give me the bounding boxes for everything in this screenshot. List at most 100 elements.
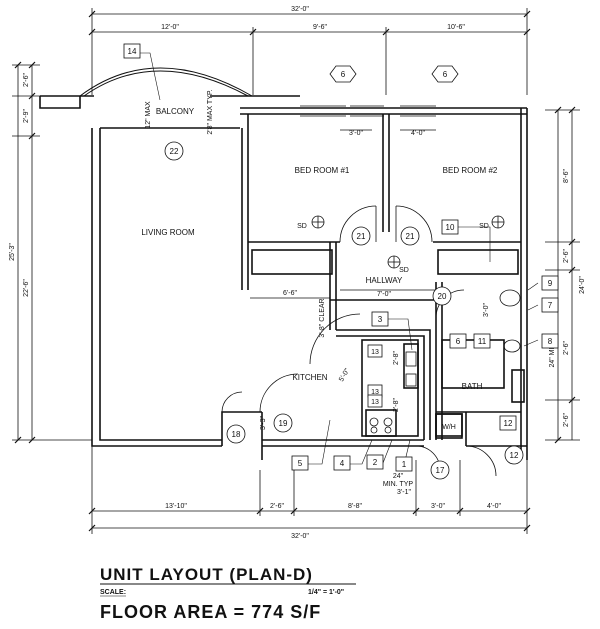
dim-left-total: 25'-3" [9,243,16,261]
tag-hex-6a [329,65,357,83]
dim-left-b: 2'-9" [23,109,30,123]
tag-box-8 [541,333,559,349]
tag-box-3 [371,311,389,327]
dim-bottom-e: 4'-0" [487,503,501,510]
tag-box-6c [449,333,467,349]
tag-label-13c: 13 [371,399,379,406]
dim-living-closet: 6'-6" [283,290,297,297]
dim-small-2: 2'-8" [393,398,400,412]
room-label-bed2: BED ROOM #2 [443,166,498,175]
dim-bottom-d: 3'-0" [431,503,445,510]
tag-circle-12b [504,445,524,465]
tag-label-18: 18 [232,430,241,439]
tag-label-5: 5 [298,459,303,468]
room-label-living: LIVING ROOM [141,228,195,237]
dimension-ticks [14,10,576,532]
sd-label-hall: SD [399,267,409,274]
tag-label-21b: 21 [406,232,415,241]
dim-right-c: 2'-6" [563,341,570,355]
sd-label-bed2: SD [479,223,489,230]
dim-hall-width: 7'-0" [377,291,391,298]
tag-label-6a: 6 [341,70,346,79]
tag-label-17: 17 [436,466,445,475]
tag-box-9 [541,275,559,291]
tag-labels: 14 6 6 22 21 21 10 20 3 6 11 9 7 8 12 12… [128,47,553,475]
fixtures [369,289,521,434]
tag-circle-18 [226,424,246,444]
sd-label-bed1: SD [297,223,307,230]
tag-label-22: 22 [170,147,179,156]
tag-label-20: 20 [438,292,447,301]
dim-top-a: 12'-0" [161,24,179,31]
tag-label-19: 19 [279,419,288,428]
dim-right-total: 24'-0" [579,276,586,294]
room-label-hallway: HALLWAY [366,276,403,285]
room-label-bath: BATH [462,382,483,391]
tag-label-12b: 12 [510,451,519,460]
tag-label-1: 1 [402,460,407,469]
tag-label-4: 4 [340,459,345,468]
tag-label-21a: 21 [357,232,366,241]
room-labels: BALCONY LIVING ROOM BED ROOM #1 BED ROOM… [141,107,498,431]
tag-label-2: 2 [373,458,378,467]
dim-top-b: 9'-6" [313,24,327,31]
dim-left-a: 2'-6" [23,73,30,87]
tag-box-11 [473,333,491,349]
tag-circle-17 [430,460,450,480]
dim-bottom-c: 8'-8" [348,503,362,510]
tag-label-11: 11 [478,337,487,346]
room-label-kitchen: KITCHEN [292,373,327,382]
dimension-labels: 32'-0" 12'-0" 9'-6" 10'-6" 32'-0" 13'-10… [9,6,586,540]
tag-label-9: 9 [548,279,553,288]
tag-box-13a [367,344,383,358]
tag-label-12a: 12 [504,419,513,428]
tags [123,43,559,480]
tag-box-4 [333,455,351,471]
room-label-bed1: BED ROOM #1 [295,166,350,175]
title-block: UNIT LAYOUT (PLAN-D) SCALE: 1/4" = 1'-0"… [100,565,356,622]
tag-box-14 [123,43,141,59]
tag-box-2 [366,454,384,470]
dim-bottom-total: 32'-0" [291,533,309,540]
dim-min-typ-b: MIN. TYP [383,481,414,488]
dim-small-1: 2'-8" [393,351,400,365]
tag-circle-19 [273,413,293,433]
dim-balcony-typ: 2'8" MAX TYP. [207,89,214,134]
dim-kitchen-arc: 5'-0" [338,367,351,383]
tag-box-5 [291,455,309,471]
dim-min-typ-a: 24" [393,473,404,480]
room-label-balcony: BALCONY [156,107,195,116]
dim-right-b: 2'-6" [563,249,570,263]
tag-label-14: 14 [128,47,137,56]
dim-opening-2: 4'-0" [411,130,425,137]
dim-bath-a: 3'-1" [397,489,411,496]
dim-opening-1: 3'-0" [349,130,363,137]
floor-area: FLOOR AREA = 774 S/F [100,602,321,622]
tag-circle-20 [432,286,452,306]
dim-top-total: 32'-0" [291,6,309,13]
dim-right-a: 8'-6" [563,169,570,183]
tag-label-13b: 13 [371,389,379,396]
dim-bottom-b: 2'-6" [270,503,284,510]
scale-value: 1/4" = 1'-0" [308,589,344,596]
balcony-arcs [79,67,253,97]
tag-box-10 [441,219,459,235]
tag-circle-21a [351,226,371,246]
tag-box-13c [367,394,383,408]
plan-title: UNIT LAYOUT (PLAN-D) [100,565,313,584]
dim-small-3: 3'-0" [483,303,490,317]
tag-label-3: 3 [378,315,383,324]
windows [300,105,436,117]
dim-right-d: 2'-6" [563,413,570,427]
tag-label-6c: 6 [456,337,461,346]
dim-small-4: 3'-3" [260,416,267,430]
dim-top-c: 10'-6" [447,24,465,31]
dimension-lines [12,8,580,534]
tag-label-7: 7 [548,301,553,310]
dim-clear: 3'-8" CLEAR [319,298,326,337]
dim-balcony-max: 12" MAX [145,101,152,129]
tag-circle-21b [400,226,420,246]
tag-box-1 [395,456,413,472]
tag-label-13a: 13 [371,349,379,356]
tag-box-7 [541,297,559,313]
